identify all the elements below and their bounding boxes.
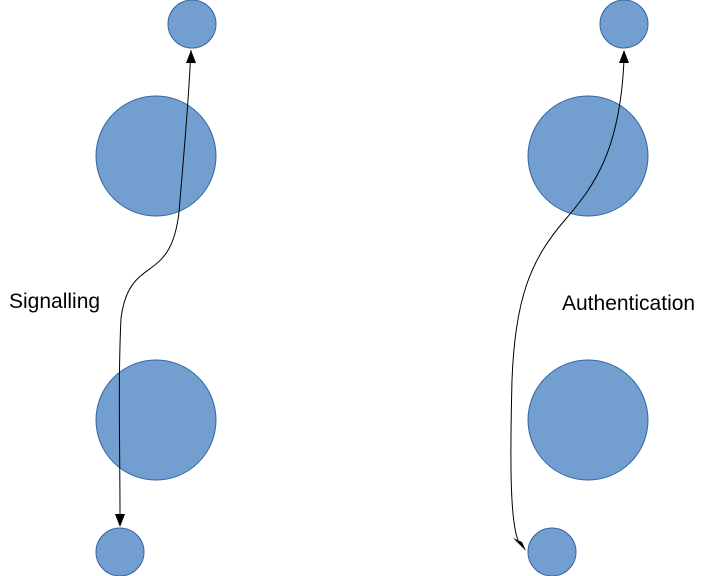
right-node-bottom-small — [527, 527, 577, 576]
left-node-upper-large — [95, 95, 217, 217]
left-node-lower-large — [95, 359, 217, 481]
right-node-upper-large — [527, 95, 649, 217]
authentication-label: Authentication — [562, 292, 696, 315]
right-node-lower-large — [527, 359, 649, 481]
left-node-top-small — [167, 0, 217, 49]
right-arrowhead-down — [513, 538, 526, 551]
right-arrowhead-up — [619, 50, 629, 63]
right-node-top-small — [599, 0, 649, 49]
left-panel — [95, 0, 217, 576]
left-arrowhead-down — [115, 514, 125, 527]
left-node-bottom-small — [95, 527, 145, 576]
left-arrow-down — [118, 317, 122, 516]
left-arrow-up — [120, 49, 192, 319]
right-arrow — [510, 59, 625, 541]
signalling-label: Signalling — [9, 290, 101, 313]
right-panel — [510, 0, 649, 576]
left-arrowhead-up — [186, 50, 196, 63]
